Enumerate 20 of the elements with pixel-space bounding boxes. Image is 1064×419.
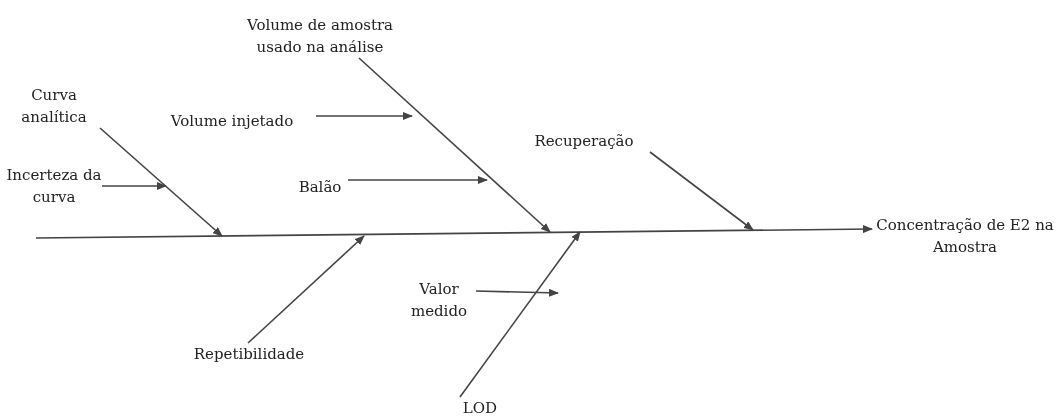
- cause-label: Volume de amostra usado na análise: [245, 15, 395, 58]
- cause-label: Balão: [297, 177, 343, 198]
- cause-arrow: [101, 182, 167, 190]
- cause-label: LOD: [461, 398, 499, 419]
- cause-label: Incerteza da curva: [6, 165, 102, 208]
- cause-label: Curva analítica: [20, 85, 88, 128]
- cause-arrow: [347, 176, 488, 184]
- spine-arrow: [35, 225, 873, 239]
- cause-arrow: [247, 235, 365, 344]
- cause-label: Volume injetado: [169, 111, 295, 132]
- cause-label: Repetibilidade: [192, 344, 306, 365]
- cause-label: Recuperação: [533, 131, 635, 152]
- cause-arrow: [459, 231, 581, 398]
- cause-arrow: [649, 151, 754, 231]
- cause-arrow: [475, 288, 559, 297]
- cause-arrow: [99, 127, 223, 237]
- cause-arrow: [315, 112, 413, 120]
- cause-label: Concentração de E2 na Amostra: [875, 215, 1055, 258]
- cause-label: Valor medido: [409, 279, 469, 322]
- cause-arrow: [358, 57, 551, 233]
